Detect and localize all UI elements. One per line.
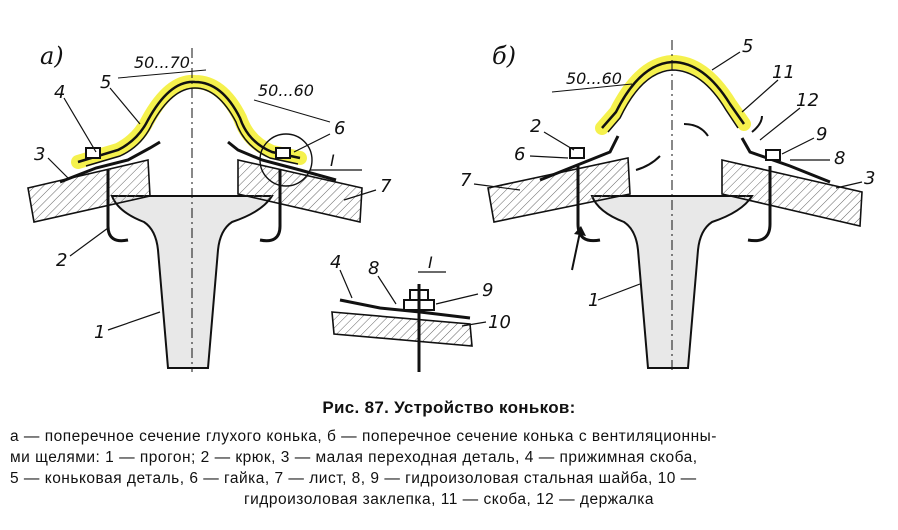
caption-line-3: 5 — коньковая деталь, 6 — гайка, 7 — лис… bbox=[10, 470, 697, 487]
caption-line-4: гидроизоловая заклепка, 11 — скоба, 12 —… bbox=[244, 491, 654, 508]
label-d-8: 8 bbox=[368, 258, 379, 279]
leader-a2 bbox=[69, 227, 109, 257]
leader-b6 bbox=[529, 155, 569, 159]
caption-title: Рис. 87. Устройство коньков: bbox=[322, 398, 576, 417]
roof-sheet-right-b bbox=[721, 158, 863, 227]
transition-piece-left-b bbox=[539, 135, 620, 182]
vent-arrow-left bbox=[571, 231, 581, 271]
leader-b1 bbox=[597, 283, 641, 301]
dim-line-a2 bbox=[253, 99, 331, 123]
label-b-8: 8 bbox=[834, 148, 845, 169]
label-a-4: 4 bbox=[54, 82, 65, 103]
nut-left-b bbox=[569, 147, 585, 159]
leader-b12 bbox=[759, 107, 801, 141]
detail-top-layer bbox=[339, 298, 471, 320]
roof-sheet-left-a bbox=[27, 159, 151, 223]
leader-a5 bbox=[109, 87, 141, 125]
label-a-1: 1 bbox=[94, 322, 105, 343]
panel-a: I 50...70 50...60 а) 1 2 3 4 5 6 7 bbox=[27, 42, 392, 372]
vent-arrow-right bbox=[751, 115, 763, 133]
label-b-5: 5 bbox=[742, 36, 753, 57]
leader-d10 bbox=[461, 321, 487, 327]
dim-line-b1 bbox=[551, 83, 633, 93]
vent-arrow-mid2 bbox=[683, 123, 709, 137]
label-b-11: 11 bbox=[772, 62, 795, 83]
leader-b11 bbox=[741, 79, 779, 113]
leader-a6 bbox=[293, 133, 331, 153]
roof-sheet-left-b bbox=[487, 157, 631, 223]
leader-b3 bbox=[835, 181, 863, 189]
hook-left-b bbox=[576, 166, 601, 243]
nut-right-b bbox=[765, 149, 781, 161]
leader-d4 bbox=[339, 269, 353, 299]
label-a-6: 6 bbox=[334, 118, 345, 139]
detail-circle-a bbox=[259, 133, 313, 187]
vent-arrow-left-head bbox=[574, 226, 586, 236]
leader-d8 bbox=[377, 275, 397, 305]
dim-a2: 50...60 bbox=[258, 81, 314, 100]
label-b-3: 3 bbox=[864, 168, 875, 189]
leader-b5 bbox=[711, 51, 741, 71]
leader-a4 bbox=[63, 97, 97, 153]
label-a-5: 5 bbox=[100, 72, 111, 93]
panel-b-label: б) bbox=[492, 42, 516, 70]
detail-mark: I bbox=[428, 253, 433, 272]
leader-a7 bbox=[343, 189, 377, 201]
transition-piece-right-a bbox=[227, 140, 337, 182]
label-b-2: 2 bbox=[530, 116, 541, 137]
nut-right-a bbox=[275, 147, 291, 159]
detail-mark-a: I bbox=[330, 151, 335, 170]
leader-a1 bbox=[107, 311, 161, 331]
roof-ridge-diagram: I 50...70 50...60 а) 1 2 3 4 5 6 7 I bbox=[27, 36, 875, 372]
nut-left-a bbox=[85, 147, 101, 159]
hook-right-b bbox=[747, 166, 772, 243]
hook-right-a bbox=[259, 170, 282, 243]
panel-a-label: а) bbox=[40, 42, 64, 70]
ridge-piece-a bbox=[77, 80, 301, 164]
label-d-4: 4 bbox=[330, 252, 341, 273]
panel-b: 50...60 б) 1 2 3 5 6 7 8 9 11 12 bbox=[460, 36, 875, 372]
leader-d9 bbox=[435, 293, 479, 305]
caption-line-1: а — поперечное сечение глухого конька, б… bbox=[10, 428, 717, 445]
label-b-12: 12 bbox=[796, 90, 819, 111]
label-b-9: 9 bbox=[816, 124, 827, 145]
leader-b2 bbox=[543, 131, 575, 151]
leader-b9 bbox=[781, 137, 815, 155]
hook-left-a bbox=[106, 170, 129, 243]
caption-body: а — поперечное сечение глухого конька, б… bbox=[0, 426, 898, 510]
dim-a1: 50...70 bbox=[134, 53, 190, 72]
dim-line-a1 bbox=[117, 69, 207, 79]
label-a-2: 2 bbox=[56, 250, 67, 271]
ridge-piece-inner-a bbox=[85, 87, 299, 167]
detail-sheet bbox=[331, 311, 473, 347]
caption-line-2: ми щелями: 1 — прогон; 2 — крюк, 3 — мал… bbox=[10, 449, 698, 466]
label-b-7: 7 bbox=[460, 170, 472, 191]
transition-piece-left-a bbox=[59, 140, 161, 184]
dim-b1: 50...60 bbox=[566, 69, 622, 88]
label-b-6: 6 bbox=[514, 144, 525, 165]
roof-sheet-right-a bbox=[237, 158, 363, 223]
label-b-1: 1 bbox=[588, 290, 599, 311]
label-d-9: 9 bbox=[482, 280, 493, 301]
leader-b7 bbox=[473, 183, 521, 191]
vent-arrow-mid bbox=[635, 155, 661, 171]
detail-i: I 4 8 9 10 bbox=[330, 252, 511, 372]
label-a-7: 7 bbox=[380, 176, 392, 197]
label-a-3: 3 bbox=[34, 144, 45, 165]
figure-caption: Рис. 87. Устройство коньков: а — попереч… bbox=[0, 398, 898, 510]
label-d-10: 10 bbox=[488, 312, 511, 333]
leader-a3 bbox=[47, 157, 69, 179]
